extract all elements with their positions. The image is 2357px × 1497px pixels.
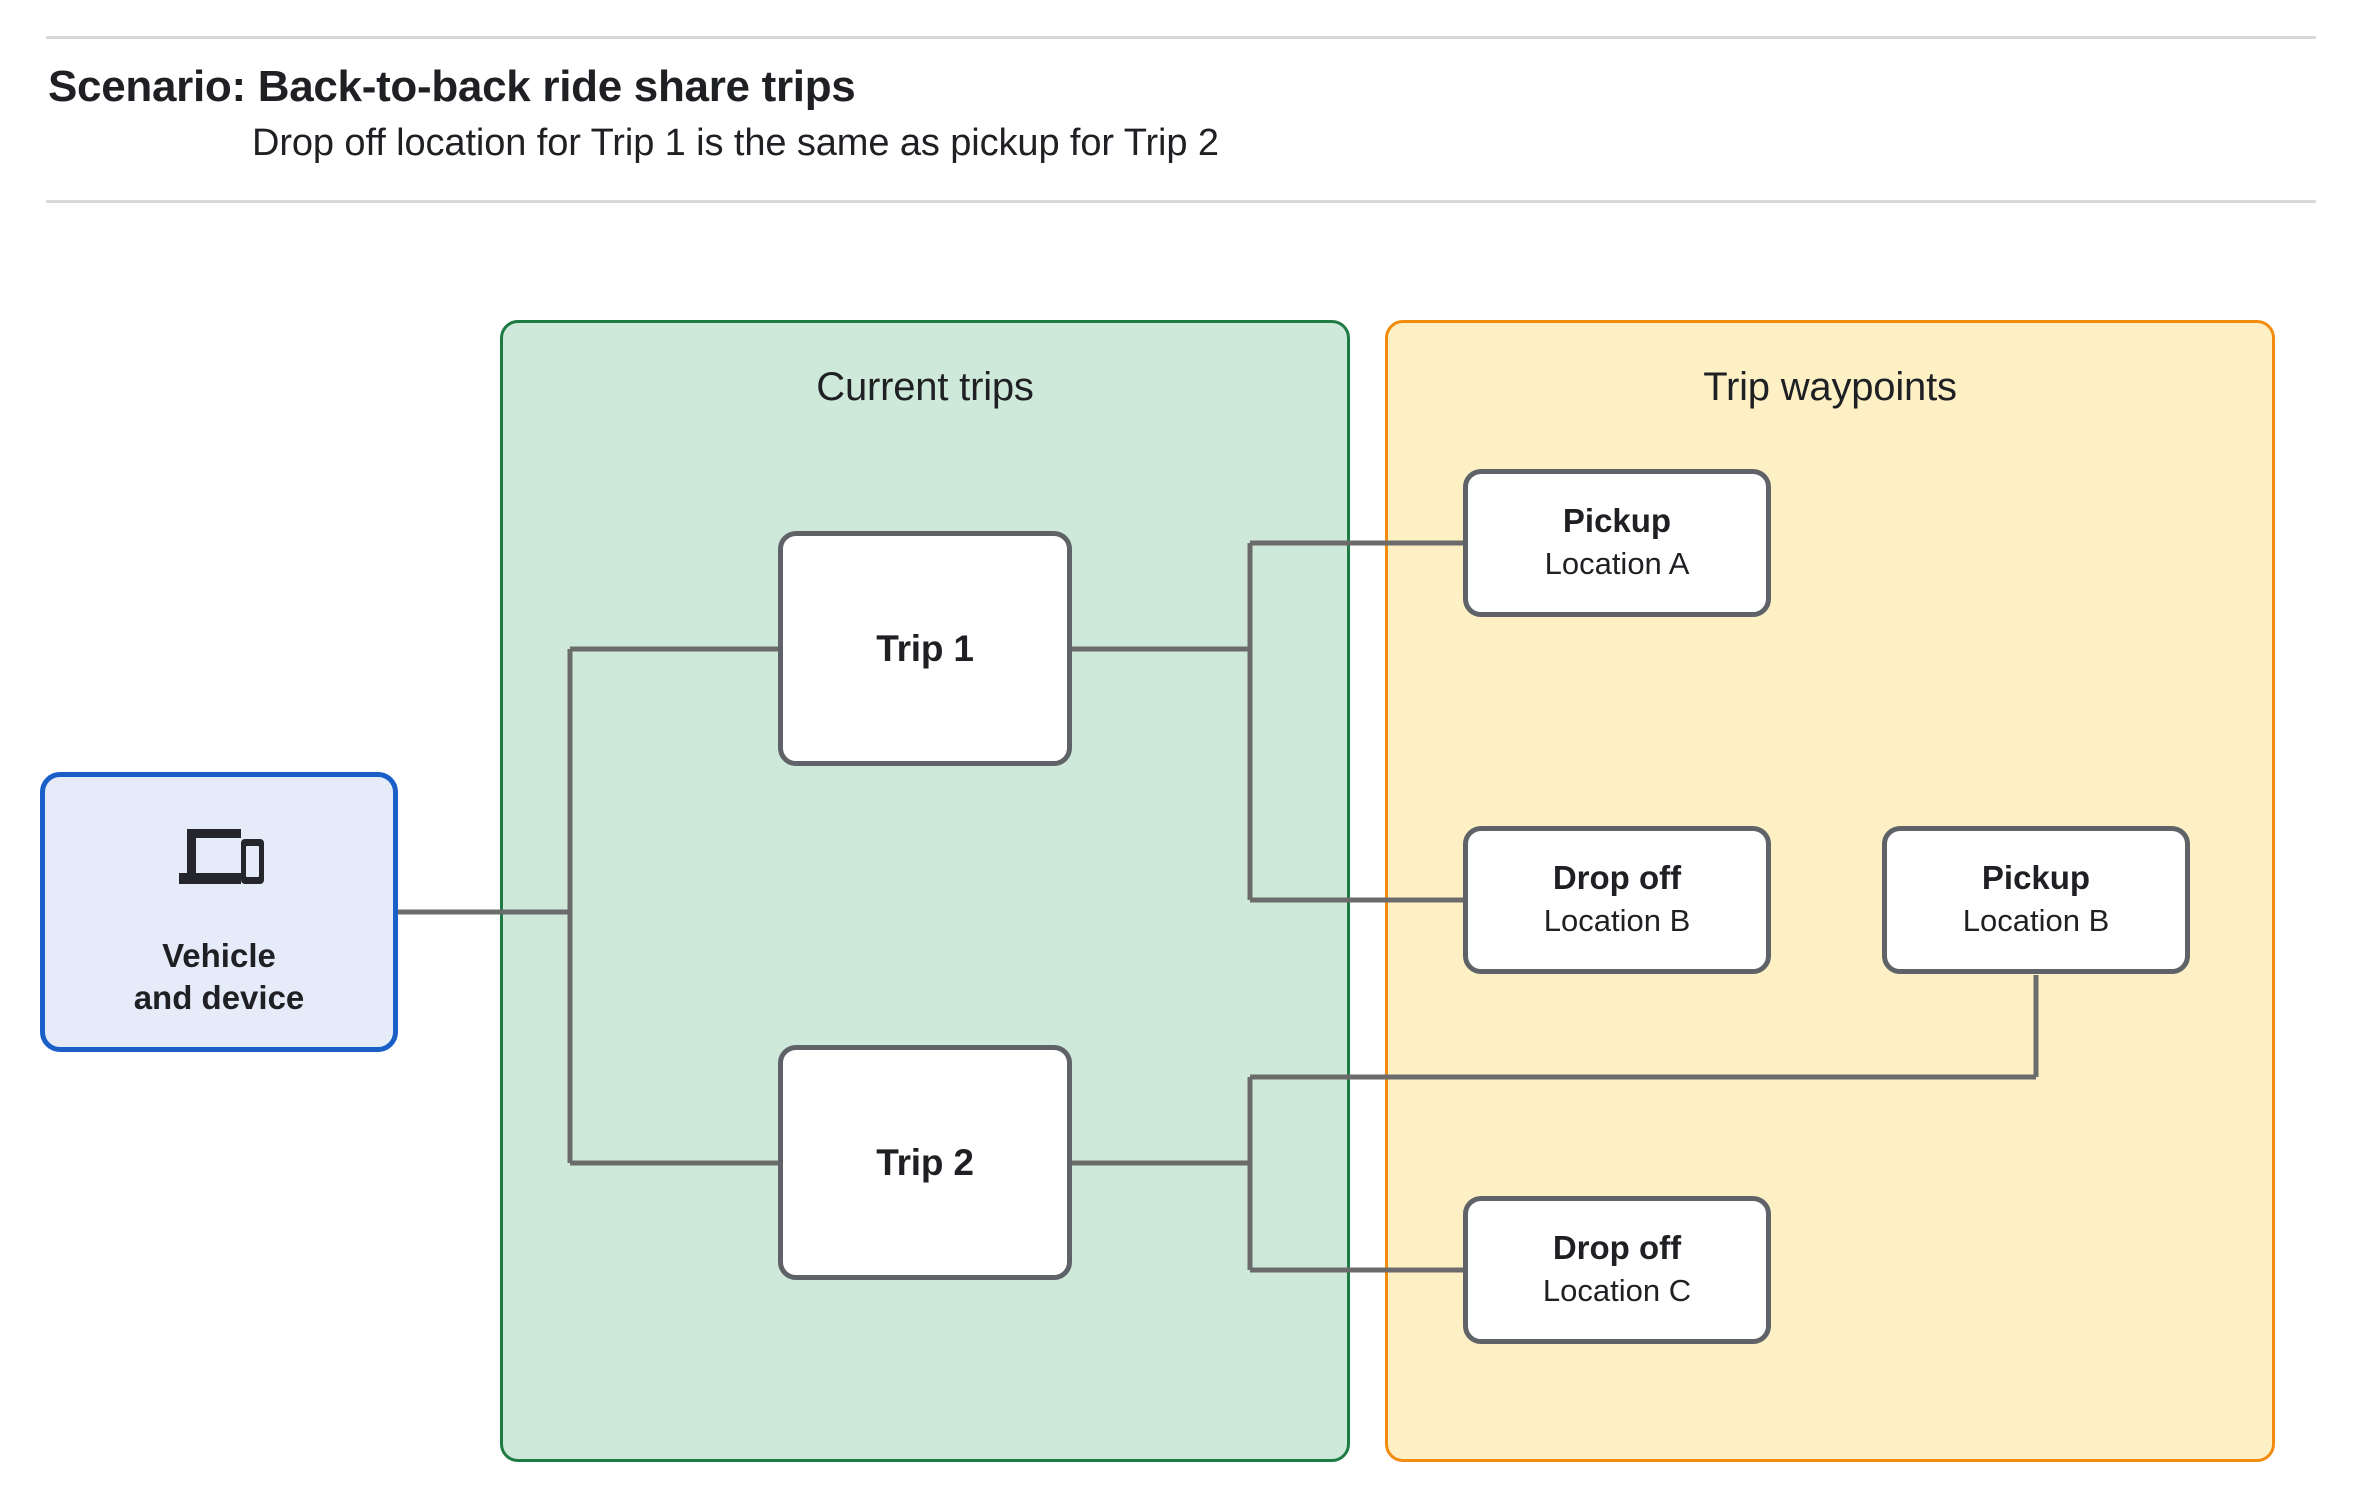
group-current-trips: Current trips [500,320,1350,1462]
node-trip-2-label: Trip 2 [876,1141,974,1183]
page-subtitle: Drop off location for Trip 1 is the same… [252,122,1219,164]
node-waypoint-dropoff-c[interactable]: Drop off Location C [1463,1196,1771,1344]
waypoint-pickup-b-kind: Pickup [1981,859,2091,897]
node-waypoint-pickup-a[interactable]: Pickup Location A [1463,469,1771,617]
node-trip-2[interactable]: Trip 2 [778,1045,1072,1280]
waypoint-pickup-a-kind: Pickup [1562,502,1672,540]
waypoint-dropoff-c-location: Location C [1542,1273,1692,1309]
waypoint-pickup-a-location: Location A [1544,546,1690,582]
page-title: Scenario: Back-to-back ride share trips [48,62,856,111]
group-trip-waypoints-title: Trip waypoints [1703,365,1957,409]
waypoint-dropoff-b-kind: Drop off [1552,859,1682,897]
node-vehicle-and-device[interactable]: Vehicle and device [40,772,398,1052]
node-vehicle-label: Vehicle and device [133,937,305,1017]
waypoint-dropoff-c-kind: Drop off [1552,1229,1682,1267]
waypoint-dropoff-b-location: Location B [1543,903,1691,939]
node-waypoint-dropoff-b[interactable]: Drop off Location B [1463,826,1771,974]
node-trip-1[interactable]: Trip 1 [778,531,1072,766]
node-waypoint-pickup-b[interactable]: Pickup Location B [1882,826,2190,974]
header-top-divider [46,36,2316,39]
group-current-trips-title: Current trips [816,365,1034,409]
node-trip-1-label: Trip 1 [876,627,974,669]
header-bottom-divider [46,200,2316,203]
waypoint-pickup-b-location: Location B [1962,903,2110,939]
laptop-and-phone-icon [179,829,264,884]
